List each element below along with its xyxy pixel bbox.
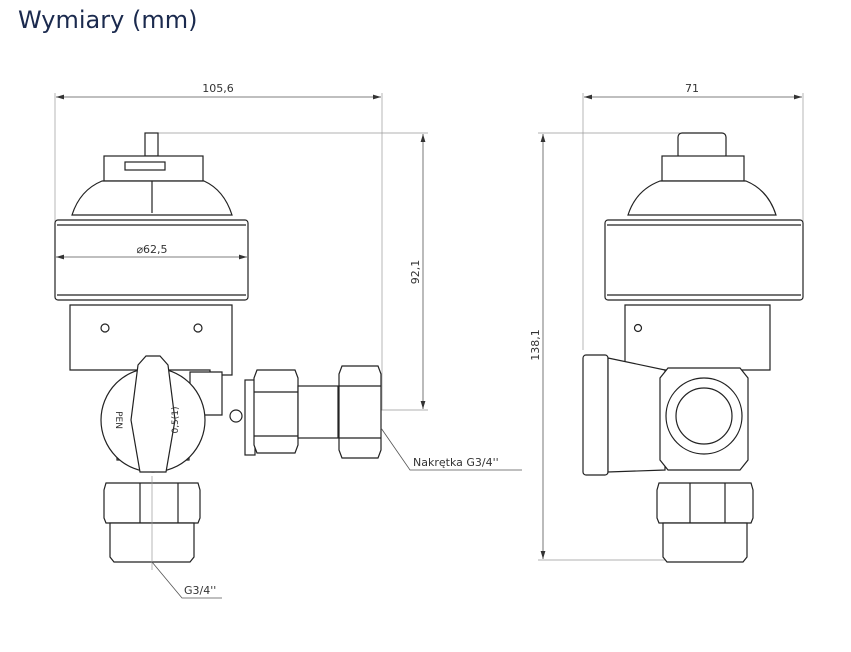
page-title: Wymiary (mm) (18, 6, 198, 34)
side-width-dim-label: 71 (685, 82, 699, 95)
side-height-dim-label: 138,1 (529, 329, 542, 361)
side-view: 71 138,1 (529, 82, 804, 563)
width-dim-label: 105,6 (202, 82, 234, 95)
front-view: 105,6 92,1 ⌀62,5 PEN 0,5(1) (54, 82, 522, 599)
diameter-dim-label: ⌀62,5 (136, 243, 167, 256)
dial-mark-setting: 0,5(1) (171, 406, 181, 433)
thread-label: G3/4'' (184, 584, 216, 597)
dial-mark-pen: PEN (113, 411, 123, 429)
nut-label: Nakrętka G3/4'' (413, 456, 499, 469)
height-dim-label: 92,1 (409, 260, 422, 285)
